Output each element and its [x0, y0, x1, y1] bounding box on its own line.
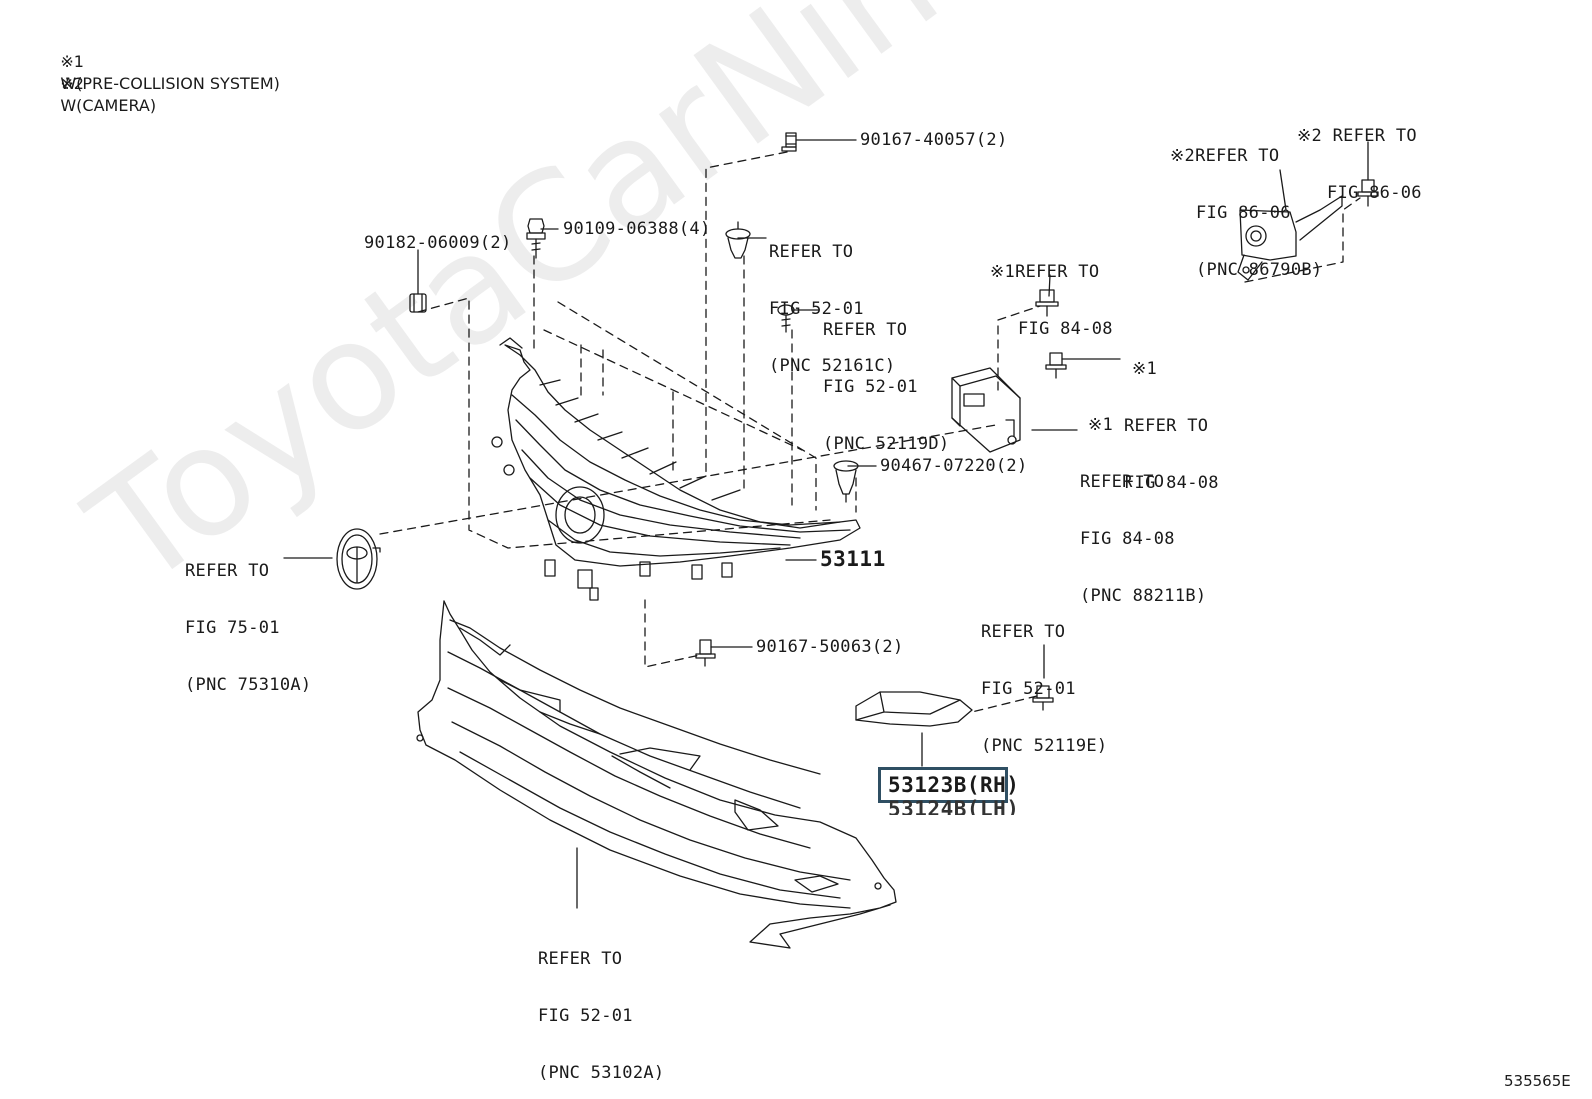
ref-line: REFER TO	[185, 561, 270, 581]
ref-line: (PNC 88211B)	[1080, 586, 1207, 606]
bolt-camera	[1357, 179, 1379, 207]
part-90182-06009[interactable]: 90182-06009(2)	[364, 233, 512, 253]
part-90167-40057[interactable]: 90167-40057(2)	[860, 130, 1008, 150]
bolt-90167-50063	[695, 639, 716, 667]
dashed-lines	[379, 151, 1361, 713]
ref-line: (PNC 52119D)	[823, 434, 950, 454]
nut-90182-06009	[409, 293, 427, 313]
leader-lines	[283, 139, 1369, 909]
ref-line: ※1	[1088, 415, 1114, 435]
ref-camera-bolt[interactable]: ※2 REFER TO FIG 86-06	[1297, 89, 1422, 241]
ref-86790b[interactable]: ※2REFER TO FIG 86-06 (PNC 86790B)	[1170, 109, 1322, 318]
ref-line: REFER TO	[538, 949, 623, 969]
note-2: ※2 W(CAMERA)	[40, 51, 156, 139]
ref-pcs-bolt-top[interactable]: ※1REFER TO FIG 84-08	[990, 225, 1113, 377]
highlight-box	[878, 767, 1008, 803]
ref-line: FIG 86-06	[1327, 183, 1422, 203]
bolt-pcs-top	[1035, 289, 1059, 317]
ref-line: (PNC 52161C)	[769, 356, 896, 376]
ref-line: FIG 52-01	[823, 377, 918, 397]
ref-line: REFER TO	[823, 320, 908, 340]
ref-75310a[interactable]: REFER TO FIG 75-01 (PNC 75310A)	[185, 524, 311, 733]
bolt-90167-40057	[781, 132, 797, 152]
ref-line: FIG 52-01	[981, 679, 1076, 699]
ref-line: FIG 86-06	[1196, 203, 1291, 223]
note-1: ※1 W(PRE-COLLISION SYSTEM)	[40, 29, 280, 117]
camera-86790b	[1237, 195, 1343, 281]
ref-line: (PNC 53102A)	[538, 1063, 665, 1083]
ref-line: (PNC 52119E)	[981, 736, 1108, 756]
bolt-52119e	[1032, 685, 1054, 711]
screw-52119d	[777, 304, 795, 333]
note-1-text: W(PRE-COLLISION SYSTEM)	[60, 74, 280, 93]
lower-grille-53102a	[416, 600, 897, 949]
ref-line: FIG 84-08	[1018, 319, 1113, 339]
ref-line: REFER TO	[769, 242, 854, 262]
ref-line: FIG 84-08	[1080, 529, 1175, 549]
ref-line: ※1	[1132, 359, 1158, 379]
note-2-text: W(CAMERA)	[60, 96, 157, 115]
ref-88211b[interactable]: ※1 REFER TO FIG 84-08 (PNC 88211B)	[1080, 378, 1206, 644]
ref-line: REFER TO	[1080, 472, 1165, 492]
upper-grille-53111	[491, 337, 861, 601]
ref-line: ※2 REFER TO	[1297, 126, 1417, 146]
bolt-pcs-right	[1045, 352, 1067, 379]
ref-line: REFER TO	[981, 622, 1066, 642]
ref-52161c[interactable]: REFER TO FIG 52-01 (PNC 52161C)	[769, 205, 895, 414]
ref-line: REFER TO	[1124, 416, 1209, 436]
ref-line: FIG 52-01	[769, 299, 864, 319]
part-90109-06388[interactable]: 90109-06388(4)	[563, 219, 711, 239]
part-90467-07220[interactable]: 90467-07220(2)	[880, 456, 1028, 476]
ref-line: FIG 52-01	[538, 1006, 633, 1026]
part-53111[interactable]: 53111	[820, 547, 886, 571]
bracket-53123b	[855, 691, 973, 727]
bolt-90109-06388	[526, 218, 546, 259]
part-53123b[interactable]: 53123B(RH)	[888, 773, 1020, 797]
pcs-sensor-88211b	[951, 367, 1021, 453]
ref-line: FIG 75-01	[185, 618, 280, 638]
note-2-mark: ※2	[60, 74, 84, 93]
part-53124b[interactable]: 53124B(LH)	[888, 797, 1020, 821]
ref-line: (PNC 75310A)	[185, 675, 312, 695]
ref-52119d[interactable]: REFER TO FIG 52-01 (PNC 52119D)	[823, 283, 949, 492]
ref-53102a[interactable]: REFER TO FIG 52-01 (PNC 53102A)	[538, 912, 664, 1099]
note-1-mark: ※1	[60, 52, 84, 71]
ref-52119e[interactable]: REFER TO FIG 52-01 (PNC 52119E)	[981, 585, 1107, 794]
ref-line: ※2REFER TO	[1170, 146, 1280, 166]
ref-line: ※1REFER TO	[990, 262, 1100, 282]
figure-reference: 535565E	[1504, 1072, 1571, 1090]
part-90167-50063[interactable]: 90167-50063(2)	[756, 637, 904, 657]
ref-pcs-bolt-right[interactable]: ※1 REFER TO FIG 84-08	[1124, 322, 1219, 531]
clip-52161c	[725, 221, 751, 259]
clip-90467-07220	[833, 460, 859, 503]
ref-line: (PNC 86790B)	[1196, 260, 1323, 280]
ref-line: FIG 84-08	[1124, 473, 1219, 493]
emblem-75310a	[336, 528, 381, 590]
